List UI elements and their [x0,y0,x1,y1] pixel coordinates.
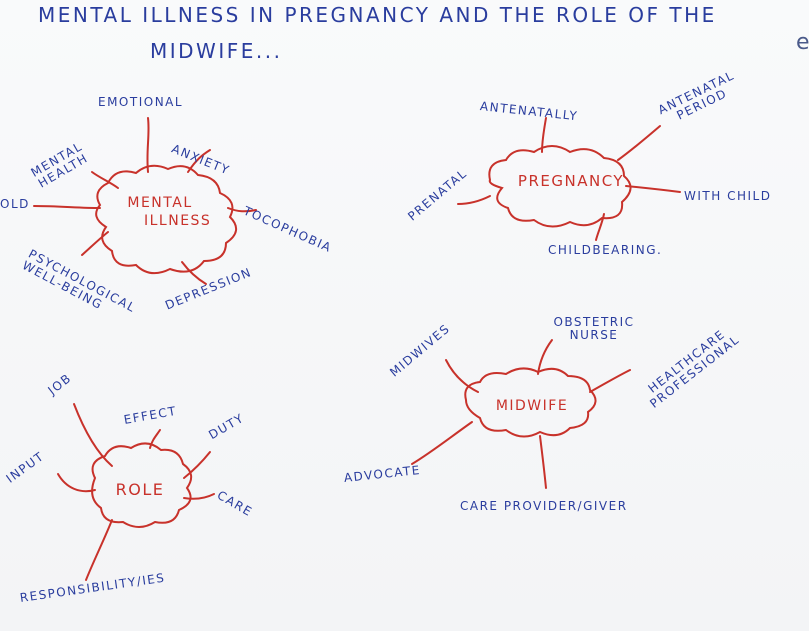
pregnancy-cloud [488,145,632,228]
role-cloud [91,442,193,528]
edge-mark: e [796,30,809,55]
mental-illness-center-line1: Mental [127,195,193,211]
page-title-line2: midwife... [150,39,283,63]
midwife-center: Midwife [495,398,569,414]
page-title: Mental illness in pregnancy and the role… [38,3,717,27]
branch-emotional: Emotional [98,95,184,109]
mental-illness-center-line2: illness [144,212,212,229]
branch-old: Old [0,197,30,211]
role-center: Role [115,480,165,499]
mental-illness-center: Mental illness [112,195,212,230]
branch-care-provider: Care provider/giver [460,499,628,513]
branch-obstetric-nurse: Obstetric nurse [553,315,635,343]
pregnancy-center: Pregnancy [517,172,625,190]
mental-illness-cloud [95,164,237,275]
branch-childbearing: Childbearing. [548,243,663,257]
branch-with-child: With child [684,189,772,203]
midwife-cloud [464,367,597,438]
